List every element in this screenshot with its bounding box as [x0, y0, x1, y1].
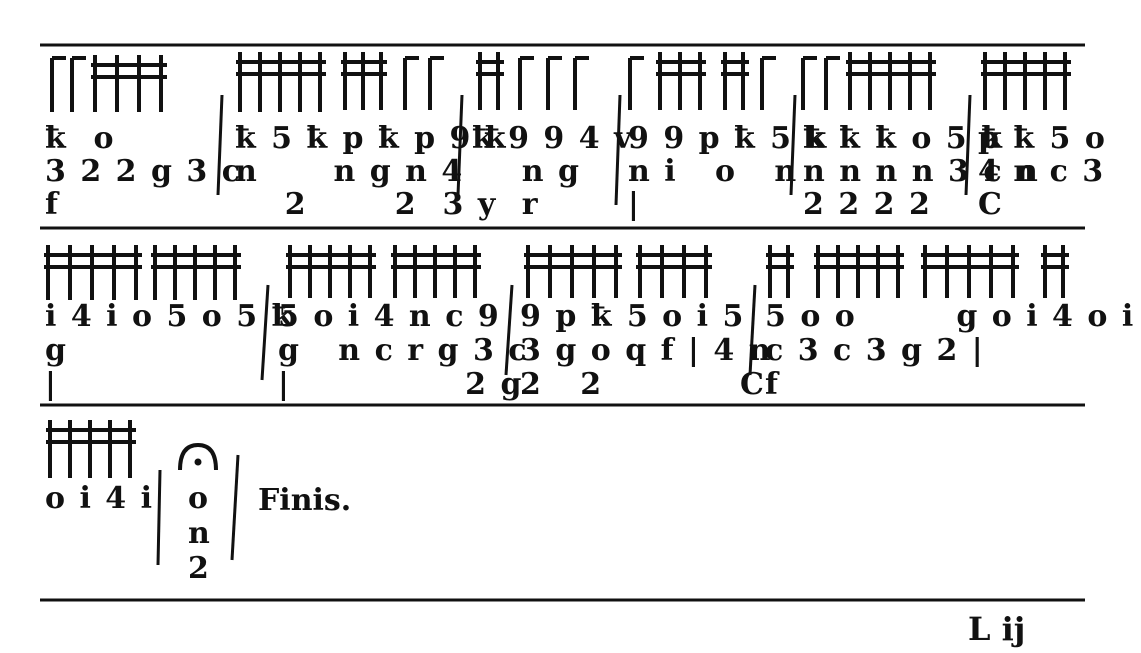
tab-line: n i o n [628, 154, 798, 189]
tab-line: 2 2 C [520, 367, 766, 402]
tab-line: p ꝁ 5 o [978, 121, 1107, 156]
barlines [156, 94, 972, 566]
rhythm-flags [44, 52, 1071, 478]
tab-line: 4 n c 3 [978, 154, 1105, 189]
tab-line: n [188, 516, 212, 551]
tab-line: i 4 i o 5 o 5 ꝁ [45, 299, 295, 334]
tablature-letters: ꝁ o3 2 2 g 3 cfꝁ 5 ꝁ p ꝁ p 9 ꝁn n g n 4 … [45, 121, 1135, 586]
tab-line: 5 o o g o i 4 o i [765, 299, 1135, 334]
tab-line: f [765, 367, 780, 402]
tab-line: 2 [188, 551, 211, 586]
tab-line: 2 2 2 2 [803, 187, 932, 222]
tab-line: o i 4 i [45, 481, 154, 516]
tab-line: 2 2 3 y [235, 187, 497, 222]
tab-line: | [628, 187, 641, 222]
tab-line: f [45, 187, 60, 222]
tab-line: C [978, 187, 1004, 222]
tab-line: g [45, 333, 68, 368]
tab-line: 9 p ꝁ 5 o i 5 [520, 299, 745, 334]
page-signature: L ij [968, 610, 1025, 648]
tab-line: 3 g o q f | 4 n [520, 333, 772, 368]
tab-line: ꝁ 9 9 4 v [472, 121, 634, 156]
tab-line: ꝁ 5 ꝁ p ꝁ p 9 ꝁ [235, 121, 508, 156]
tab-line: n n g n 4 [235, 154, 464, 189]
tab-line: ꝁ ꝁ ꝁ o 5 ꝁ [803, 121, 1005, 156]
tab-line: ꝁ o [45, 121, 116, 156]
finis-label: Finis. [258, 483, 351, 518]
tab-line: 5 o i 4 n c 9 [278, 299, 501, 334]
tab-line: o [188, 481, 210, 516]
tab-line: | 2 g [278, 367, 523, 402]
fermata-icon [178, 442, 218, 471]
tab-line: 3 2 2 g 3 c [45, 154, 242, 189]
tab-line: g n c r g 3 c [278, 333, 529, 368]
tab-line: c 3 c 3 g 2 | [765, 333, 985, 368]
tab-line: | [45, 367, 58, 402]
tab-line: n n n n 3 c n [803, 154, 1040, 189]
tab-line: r [472, 187, 540, 222]
tab-line: n g [472, 154, 581, 189]
tab-line: 9 9 p ꝁ 5 ꝁ [628, 121, 829, 156]
